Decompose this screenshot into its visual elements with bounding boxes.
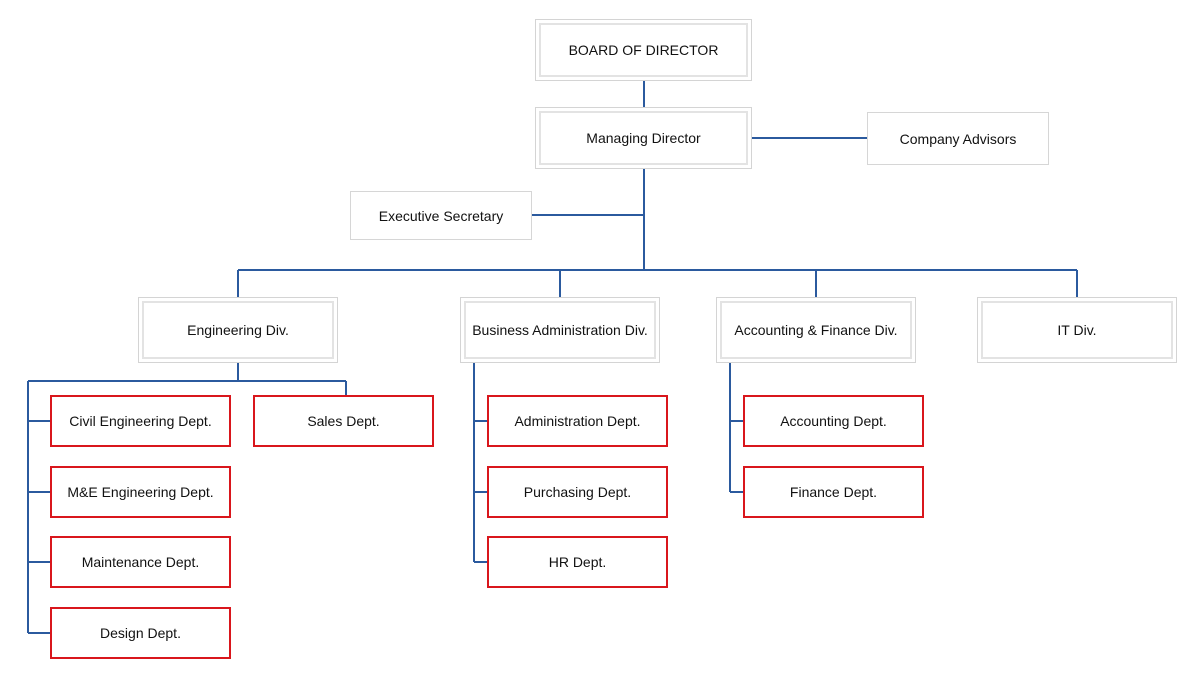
accounting-dept-box: Accounting Dept. — [743, 395, 924, 447]
sales-dept-box: Sales Dept. — [253, 395, 434, 447]
purchasing-dept-label: Purchasing Dept. — [523, 484, 632, 500]
administration-dept-label: Administration Dept. — [514, 413, 641, 429]
purchasing-dept-box: Purchasing Dept. — [487, 466, 668, 518]
maintenance-dept-label: Maintenance Dept. — [81, 554, 200, 570]
company-advisors-label: Company Advisors — [899, 130, 1017, 147]
board-of-director-label: BOARD OF DIRECTOR — [539, 23, 748, 77]
business-administration-div-box: Business Administration Div. — [460, 297, 660, 363]
hr-dept-box: HR Dept. — [487, 536, 668, 588]
company-advisors-box: Company Advisors — [867, 112, 1049, 165]
engineering-div-box: Engineering Div. — [138, 297, 338, 363]
sales-dept-label: Sales Dept. — [307, 413, 380, 429]
it-div-label: IT Div. — [981, 301, 1173, 359]
administration-dept-box: Administration Dept. — [487, 395, 668, 447]
accounting-finance-div-box: Accounting & Finance Div. — [716, 297, 916, 363]
design-dept-box: Design Dept. — [50, 607, 231, 659]
executive-secretary-box: Executive Secretary — [350, 191, 532, 240]
business-administration-div-label: Business Administration Div. — [464, 301, 656, 359]
accounting-finance-div-label: Accounting & Finance Div. — [720, 301, 912, 359]
civil-engineering-dept-box: Civil Engineering Dept. — [50, 395, 231, 447]
maintenance-dept-box: Maintenance Dept. — [50, 536, 231, 588]
managing-director-box: Managing Director — [535, 107, 752, 169]
finance-dept-label: Finance Dept. — [789, 484, 878, 500]
me-engineering-dept-label: M&E Engineering Dept. — [67, 484, 214, 500]
engineering-div-label: Engineering Div. — [142, 301, 334, 359]
accounting-dept-label: Accounting Dept. — [780, 413, 887, 429]
it-div-box: IT Div. — [977, 297, 1177, 363]
design-dept-label: Design Dept. — [100, 625, 181, 641]
civil-engineering-dept-label: Civil Engineering Dept. — [69, 413, 212, 429]
finance-dept-box: Finance Dept. — [743, 466, 924, 518]
executive-secretary-label: Executive Secretary — [378, 207, 504, 224]
hr-dept-label: HR Dept. — [548, 554, 607, 570]
me-engineering-dept-box: M&E Engineering Dept. — [50, 466, 231, 518]
board-of-director-box: BOARD OF DIRECTOR — [535, 19, 752, 81]
managing-director-label: Managing Director — [539, 111, 748, 165]
